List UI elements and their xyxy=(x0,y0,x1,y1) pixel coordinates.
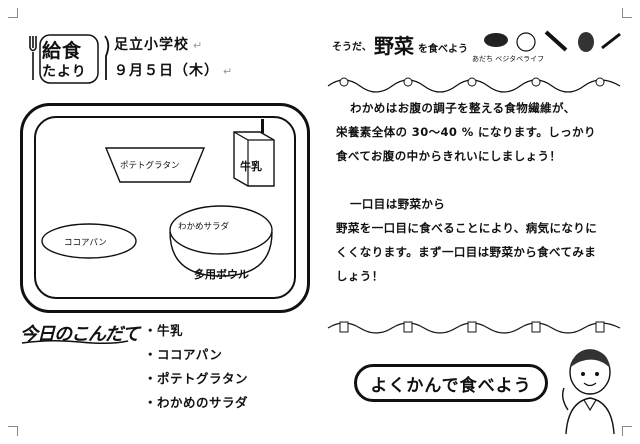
logo-line2: たより xyxy=(42,64,87,80)
slogan-box: よくかんで食べよう xyxy=(354,364,548,402)
bowl-label: 多用ボウル xyxy=(194,268,249,281)
menu-item: ・わかめのサラダ xyxy=(144,395,249,410)
crop-mark-bottom-left xyxy=(8,426,18,436)
vegetables-illustration-icon xyxy=(484,30,621,52)
article-line: わかめはお腹の調子を整える食物繊維が、 xyxy=(350,101,576,115)
gratin-dish-shape xyxy=(104,147,206,183)
article-subheading: 一口目は野菜から xyxy=(350,197,446,211)
gratin-label: ポテトグラタン xyxy=(120,161,180,171)
vegetable-banner: そうだ、 野菜 を食べよう あだち ベジタベライフ xyxy=(332,28,622,68)
article-line: 食べてお腹の中からきれいにしましょう！ xyxy=(336,149,562,163)
salad-label: わかめサラダ xyxy=(178,222,230,232)
school-name: 足立小学校↵ xyxy=(114,37,204,53)
newsletter-logo: 給食 たより xyxy=(28,34,110,84)
lunch-tray-inner xyxy=(34,116,296,299)
crop-mark-bottom-right xyxy=(622,426,632,436)
logo-line1: 給食 xyxy=(42,40,83,62)
milk-label: 牛乳 xyxy=(240,160,262,173)
article-blank-line xyxy=(336,168,626,192)
menu-item: ・ココアパン xyxy=(144,347,223,362)
bread-plate-shape xyxy=(41,223,137,259)
bread-label: ココアパン xyxy=(64,238,107,248)
salad-bowl-shape xyxy=(169,205,273,277)
article-line: 栄養素全体の 30〜40 % になります。しっかり xyxy=(336,125,596,139)
menu-item: ・ポテトグラタン xyxy=(144,371,249,386)
banner-subtitle: あだち ベジタベライフ xyxy=(472,55,545,63)
menu-list: ・牛乳 ・ココアパン ・ポテトグラタン ・わかめのサラダ xyxy=(144,320,248,416)
article-line: しょう！ xyxy=(336,269,384,283)
vegetable-border-top xyxy=(327,77,621,93)
milk-carton-shape xyxy=(233,119,275,187)
crop-mark-top-left xyxy=(8,8,18,18)
logo-frame xyxy=(39,34,110,84)
menu-item: ・牛乳 xyxy=(144,323,184,338)
issue-date: ９月５日（木）↵ xyxy=(114,63,234,79)
article-body: わかめはお腹の調子を整える食物繊維が、 栄養素全体の 30〜40 % になります… xyxy=(336,96,626,288)
fork-icon xyxy=(29,36,37,80)
vegetable-border-bottom xyxy=(327,321,621,334)
banner-title: 野菜 xyxy=(374,34,414,58)
menu-title-underline xyxy=(21,339,129,345)
lunch-tray xyxy=(20,103,310,313)
slogan-text: よくかんで食べよう xyxy=(370,376,532,396)
student-character-icon xyxy=(561,349,615,435)
article-line: くくなります。まず一口目は野菜から食べてみま xyxy=(336,245,597,259)
crop-mark-top-right xyxy=(622,8,632,18)
article-line: 野菜を一口目に食べることにより、病気になりに xyxy=(336,221,598,235)
menu-title: 今日のこんだて xyxy=(20,324,140,345)
